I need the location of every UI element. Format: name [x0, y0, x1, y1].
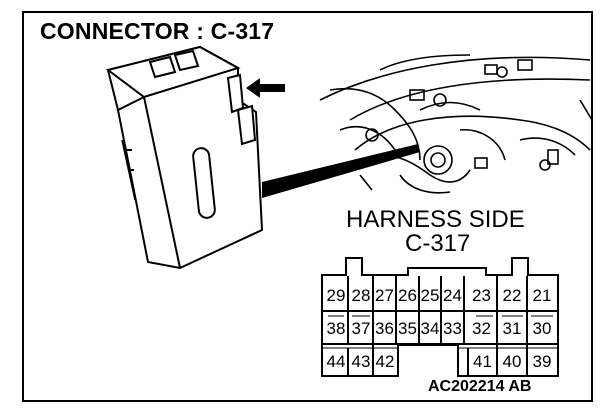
reference-code: AC202214 AB: [428, 378, 532, 395]
pin-29: 29: [326, 286, 346, 305]
pin-23: 23: [472, 286, 491, 305]
pin-44: 44: [326, 352, 346, 371]
connector-title: CONNECTOR : C-317: [40, 18, 275, 44]
pin-33: 33: [443, 319, 462, 338]
pin-38: 38: [326, 319, 346, 338]
harness-side-label: HARNESS SIDE: [346, 206, 525, 233]
control-unit-module: [105, 45, 264, 270]
pin-42: 42: [375, 352, 395, 371]
pin-36: 36: [375, 319, 394, 338]
pin-22: 22: [502, 286, 522, 305]
pin-32: 32: [472, 319, 491, 338]
pin-39: 39: [532, 352, 552, 371]
pin-40: 40: [502, 352, 522, 371]
diagram-frame: [22, 11, 593, 402]
location-pointer: [262, 144, 420, 198]
harness-connector-outline: [321, 257, 559, 377]
pin-35: 35: [398, 319, 417, 338]
pin-31: 31: [502, 319, 522, 338]
pin-34: 34: [420, 319, 440, 338]
pin-26: 26: [398, 286, 417, 305]
pin-27: 27: [375, 286, 394, 305]
pin-21: 21: [532, 286, 552, 305]
connector-id-label: C-317: [405, 230, 471, 257]
pointer-arrow: [246, 78, 285, 98]
pin-28: 28: [351, 286, 371, 305]
pin-43: 43: [351, 352, 371, 371]
pin-24: 24: [443, 286, 462, 305]
vehicle-dashboard-sketch: [319, 54, 593, 194]
pin-30: 30: [532, 319, 552, 338]
pin-25: 25: [420, 286, 440, 305]
pin-41: 41: [473, 352, 492, 371]
pin-37: 37: [351, 319, 371, 338]
